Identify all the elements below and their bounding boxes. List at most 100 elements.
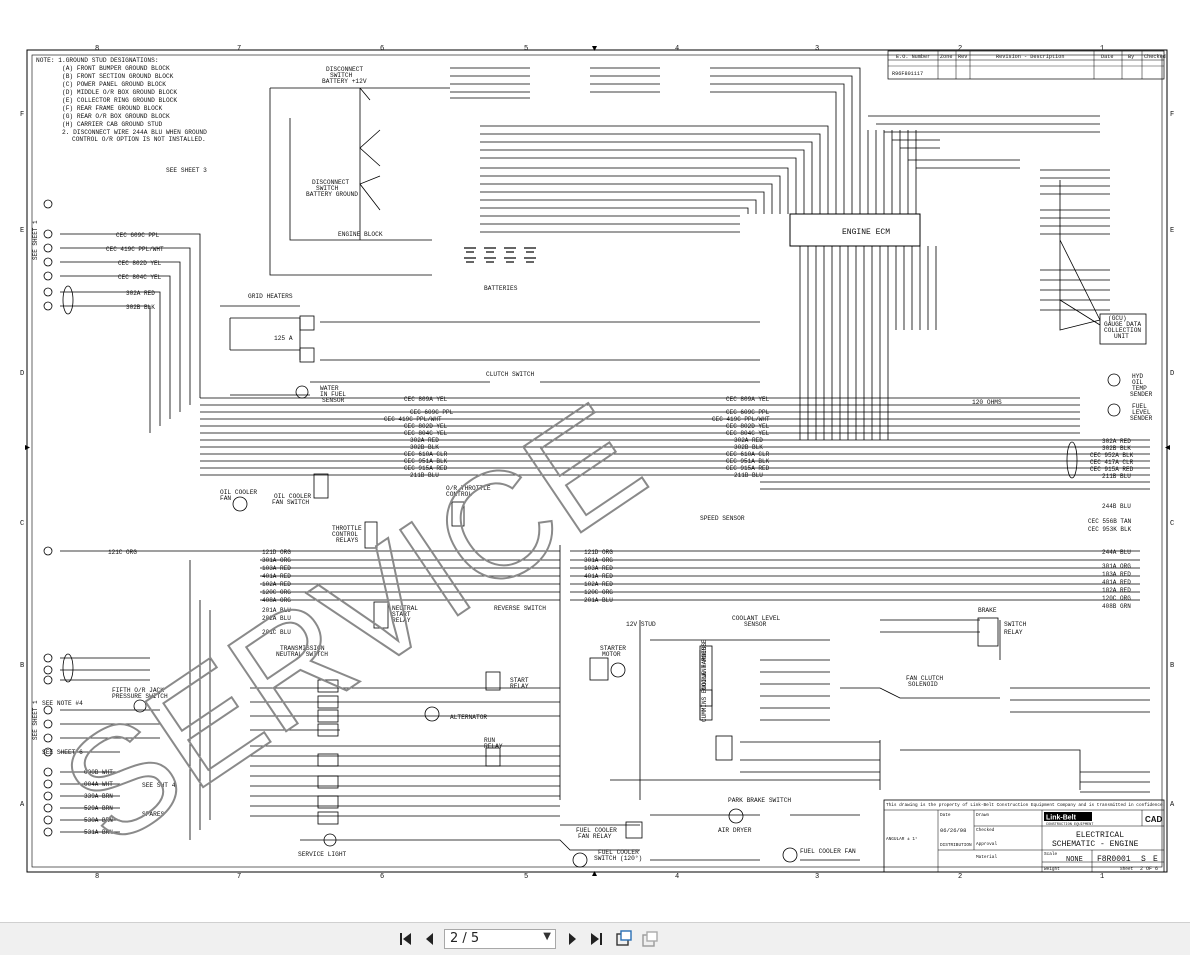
coolant-sensor-label: COOLANT LEVEL	[732, 615, 781, 622]
tb-date: 06/26/98	[940, 827, 966, 834]
tb-label: Checked	[976, 828, 995, 833]
grid-col-label: 1	[1100, 873, 1104, 881]
tb-label: Scale	[1044, 852, 1058, 857]
wire-label: CEC 915A RED	[1090, 466, 1134, 473]
wire-label: 302A RED	[410, 437, 439, 444]
neutral-relay-label: START	[392, 611, 411, 618]
fuel-fan-label: FUEL COOLER FAN	[800, 848, 856, 855]
wire-label: 121D ORG	[584, 549, 613, 556]
disconnect-ground-label: SWITCH	[316, 185, 339, 192]
run-relay-label: RELAY	[484, 743, 503, 750]
rev-header: By	[1128, 54, 1134, 60]
wire-label: CEC 951A BLK	[726, 458, 770, 465]
see-sheet-label: SEE SHEET 3	[166, 167, 207, 174]
rev-header: Revision - Description	[996, 54, 1065, 60]
see-sht-label: SEE SHT 4	[142, 782, 176, 789]
wire-label: 102A RED	[584, 581, 613, 588]
ohms-label: 120 OHMS	[972, 399, 1002, 406]
rotated-block-labels: COOLANT MODULE CUMMINS ENGINE HARNESS SE…	[32, 220, 708, 740]
grid-col-label: 3	[815, 45, 819, 53]
wire-label: 408B GRN	[1102, 603, 1131, 610]
eo-number: R96F801117	[892, 71, 923, 77]
first-page-button[interactable]	[396, 929, 416, 949]
wire-label: 302B BLK	[126, 304, 155, 311]
grid-col-label: 4	[675, 873, 679, 881]
wire-label: 301A ORG	[584, 557, 613, 564]
grid-col-label: 6	[380, 45, 384, 53]
disconnect-battery-label: DISCONNECT	[326, 66, 363, 73]
fuel-level-label: LEVEL	[1132, 409, 1151, 416]
engine-ecm-label: ENGINE ECM	[842, 228, 890, 237]
pdf-toolbar: 2 / 5 ▼	[0, 922, 1190, 955]
engine-block-label: ENGINE BLOCK	[338, 231, 383, 238]
drawing-size: S	[1141, 855, 1146, 864]
page-select[interactable]: 2 / 5 ▼	[444, 929, 556, 949]
grid-row-label: F	[1170, 111, 1174, 119]
grid-row-label: F	[20, 111, 24, 119]
note-item: (F) REAR FRAME GROUND BLOCK	[62, 105, 163, 112]
spares-label: SPARES	[142, 811, 165, 818]
wire-label: CEC 804C YEL	[404, 430, 448, 437]
water-sensor-label: WATER	[320, 385, 339, 392]
pdf-viewer: 8 7 6 5 4 3 2 1 8 7 6 5 4 3 2 1 F E D C …	[20, 45, 1175, 881]
wire-label: CEC 952A BLK	[1090, 452, 1134, 459]
wire-label: 244A BLU	[1102, 549, 1131, 556]
wire-label: 000B WHT	[84, 769, 113, 776]
wire-label: 302B BLK	[734, 444, 763, 451]
fit-width-button[interactable]	[640, 929, 660, 949]
wire-label: 121C ORG	[108, 549, 137, 556]
tb-logo-sub: CONSTRUCTION EQUIPMENT	[1046, 823, 1094, 827]
tb-label: Weight	[1044, 867, 1060, 872]
rev-header: Zone	[940, 54, 952, 60]
wire-label: 102A RED	[1102, 587, 1131, 594]
wire-label: CEC 417A CLR	[1090, 459, 1134, 466]
wire-label: 201A BLU	[584, 597, 613, 604]
previous-page-icon	[426, 933, 433, 945]
hyd-temp-label: HYD	[1132, 373, 1143, 380]
note-item: (H) CARRIER CAB GROUND STUD	[62, 121, 163, 128]
reverse-switch-label: REVERSE SWITCH	[494, 605, 546, 612]
link-belt-logo-text: Link-Belt	[1046, 815, 1077, 822]
disconnect-ground-label: DISCONNECT	[312, 179, 349, 186]
watermark-text: SERVICE	[34, 371, 672, 877]
wire-label: CEC 915A RED	[726, 465, 770, 472]
tb-label: Approval	[976, 842, 997, 847]
park-brake-label: PARK BRAKE SWITCH	[728, 797, 791, 804]
grid-col-label: 8	[95, 45, 99, 53]
wire-label: 211B BLU	[1102, 473, 1131, 480]
hyd-temp-label: SENDER	[1130, 391, 1153, 398]
drawing-title: ELECTRICAL	[1076, 831, 1124, 840]
start-relay-label: RELAY	[510, 683, 529, 690]
grid-row-label: B	[1170, 662, 1174, 670]
wire-label: 302A RED	[1102, 438, 1131, 445]
or-throttle-label: CONTROL	[446, 491, 472, 498]
note-item: (E) COLLECTOR RING GROUND BLOCK	[62, 97, 177, 104]
hyd-temp-label: TEMP	[1132, 385, 1147, 392]
sheet-number: 2 OF 6	[1140, 866, 1158, 872]
next-page-button[interactable]	[562, 929, 582, 949]
cad-label: CAD	[1145, 815, 1163, 824]
previous-page-button[interactable]	[420, 929, 440, 949]
see-note-label: SEE NOTE #4	[42, 700, 83, 707]
last-page-button[interactable]	[586, 929, 606, 949]
note-item: (C) POWER PANEL GROUND BLOCK	[62, 81, 166, 88]
fit-page-button[interactable]	[614, 929, 634, 949]
tb-label: Drawn	[976, 813, 990, 818]
wire-label: 401A RED	[584, 573, 613, 580]
trans-switch-label: NEUTRAL SWITCH	[276, 651, 328, 658]
fuel-relay-label: FAN RELAY	[578, 833, 612, 840]
grid-heaters-label: GRID HEATERS	[248, 293, 293, 300]
wire-label: 302B BLK	[1102, 445, 1131, 452]
fifth-jack-label: FIFTH O/R JACK	[112, 687, 164, 694]
neutral-relay-label: RELAY	[392, 617, 411, 624]
tb-label: Date	[940, 813, 951, 818]
wire-label: CEC 609C PPL	[116, 232, 160, 239]
watermark: SERVICE	[33, 370, 673, 878]
wire-label: 201C BLU	[262, 629, 291, 636]
wire-label: 202A BLU	[262, 615, 291, 622]
throttle-relays-label: CONTROL	[332, 531, 358, 538]
oil-cooler-switch-label: OIL COOLER	[274, 493, 311, 500]
grid-col-label: 5	[524, 873, 528, 881]
trans-switch-label: TRANSMISSION	[280, 645, 325, 652]
wire-label: CEC 809A YEL	[404, 396, 448, 403]
